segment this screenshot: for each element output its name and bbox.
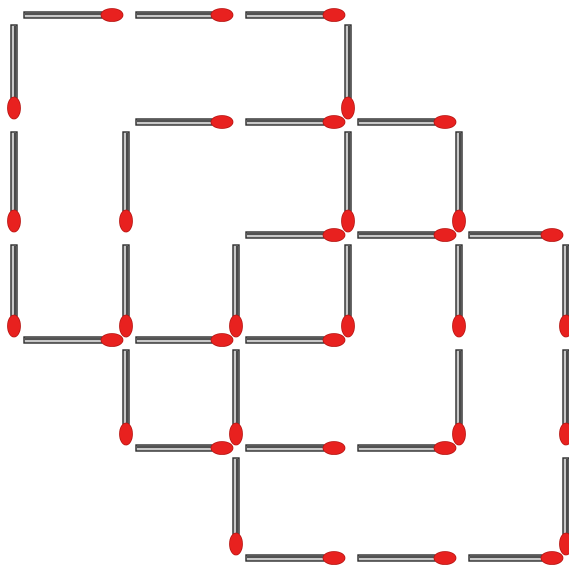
horizontal-matchstick: [136, 9, 233, 22]
horizontal-matchstick: [358, 442, 456, 455]
vertical-matchstick: [342, 25, 355, 119]
horizontal-matchstick: [136, 116, 233, 129]
vertical-matchstick: [453, 245, 466, 337]
vertical-matchstick: [342, 132, 355, 232]
vertical-matchstick: [230, 350, 243, 445]
horizontal-matchstick: [246, 229, 345, 242]
vertical-matchstick: [120, 245, 133, 337]
horizontal-matchstick: [246, 442, 345, 455]
vertical-matchstick: [120, 350, 133, 445]
horizontal-matchstick: [358, 229, 456, 242]
vertical-matchstick: [120, 132, 133, 232]
horizontal-matchstick: [246, 552, 345, 565]
horizontal-matchstick: [246, 334, 345, 347]
vertical-matchstick: [8, 25, 21, 119]
horizontal-matchstick: [136, 442, 233, 455]
horizontal-matchstick: [24, 9, 123, 22]
vertical-matchstick: [342, 245, 355, 337]
horizontal-matchstick: [136, 334, 233, 347]
horizontal-matchstick: [469, 552, 563, 565]
horizontal-matchstick: [24, 334, 123, 347]
horizontal-matchstick: [246, 9, 345, 22]
vertical-matchstick: [8, 132, 21, 232]
vertical-matchstick: [560, 458, 569, 555]
horizontal-matchstick: [358, 552, 456, 565]
vertical-matchstick: [453, 132, 466, 232]
vertical-matchstick: [560, 350, 569, 445]
horizontal-matchstick: [469, 229, 563, 242]
vertical-matchstick: [453, 350, 466, 445]
vertical-matchstick: [560, 245, 569, 337]
vertical-matchstick: [230, 245, 243, 337]
vertical-matchstick: [230, 458, 243, 555]
vertical-matchstick: [8, 245, 21, 337]
horizontal-matchstick: [358, 116, 456, 129]
matchstick-layer: [8, 9, 569, 565]
horizontal-matchstick: [246, 116, 345, 129]
